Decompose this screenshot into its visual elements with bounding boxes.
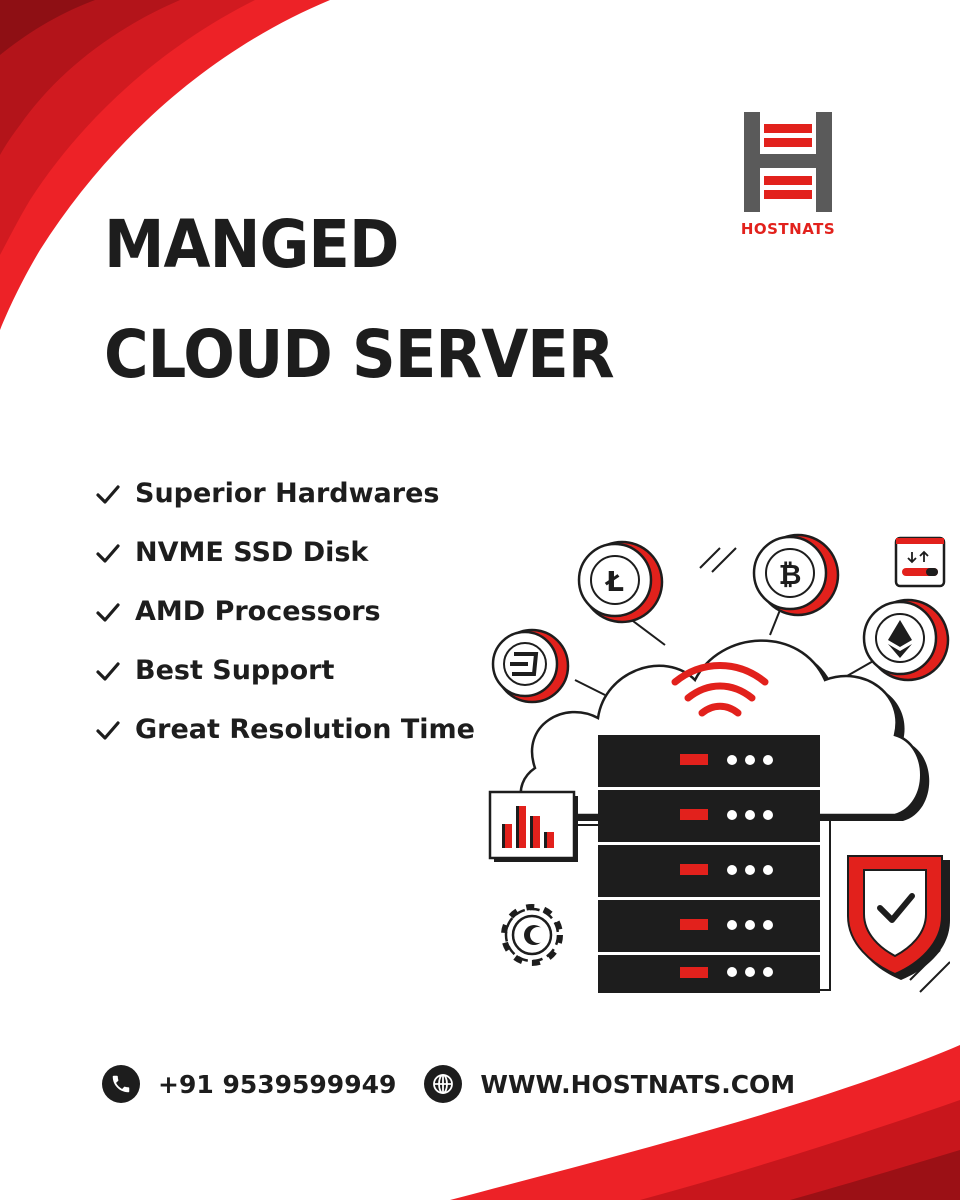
bar-chart-icon bbox=[488, 790, 578, 862]
feature-label: NVME SSD Disk bbox=[135, 537, 369, 568]
contact-bar: +91 9539599949 WWW.HOSTNATS.COM bbox=[102, 1062, 795, 1106]
transfer-toggle-icon bbox=[894, 536, 946, 588]
feature-list: Superior Hardwares NVME SSD Disk AMD Pro… bbox=[94, 464, 475, 759]
litecoin-icon: Ł bbox=[577, 540, 664, 624]
server-rack-icon bbox=[598, 735, 820, 993]
title-line-2: CLOUD SERVER bbox=[104, 316, 615, 393]
check-icon bbox=[96, 720, 120, 740]
phone-icon bbox=[102, 1065, 140, 1103]
list-item: NVME SSD Disk bbox=[94, 523, 475, 582]
check-icon bbox=[96, 661, 120, 681]
feature-label: Best Support bbox=[135, 655, 335, 686]
cloud-server-illustration: Ł ₿ bbox=[488, 533, 950, 993]
feature-label: Great Resolution Time bbox=[135, 714, 475, 745]
list-item: Best Support bbox=[94, 641, 475, 700]
list-item: Great Resolution Time bbox=[94, 700, 475, 759]
website-link[interactable]: WWW.HOSTNATS.COM bbox=[480, 1069, 796, 1099]
brand-name: HOSTNATS bbox=[740, 220, 836, 238]
phone-number[interactable]: +91 9539599949 bbox=[158, 1069, 397, 1099]
list-item: AMD Processors bbox=[94, 582, 475, 641]
dash-coin-icon bbox=[491, 628, 570, 704]
feature-label: AMD Processors bbox=[135, 596, 381, 627]
check-icon bbox=[96, 484, 120, 504]
check-icon bbox=[96, 602, 120, 622]
svg-text:₿: ₿ bbox=[779, 558, 802, 591]
shield-check-icon bbox=[847, 855, 950, 980]
wifi-icon bbox=[671, 662, 769, 717]
feature-label: Superior Hardwares bbox=[135, 478, 440, 509]
check-icon bbox=[96, 543, 120, 563]
bitcoin-icon: ₿ bbox=[752, 533, 840, 617]
svg-text:Ł: Ł bbox=[604, 565, 624, 598]
globe-icon bbox=[424, 1065, 463, 1103]
ethereum-icon bbox=[862, 598, 950, 682]
title-line-1: MANGED bbox=[104, 206, 399, 283]
gear-icon bbox=[501, 904, 563, 966]
list-item: Superior Hardwares bbox=[94, 464, 475, 523]
page-title: MANGED CLOUD SERVER bbox=[104, 190, 615, 410]
hostnats-server-logo-icon bbox=[744, 112, 832, 212]
